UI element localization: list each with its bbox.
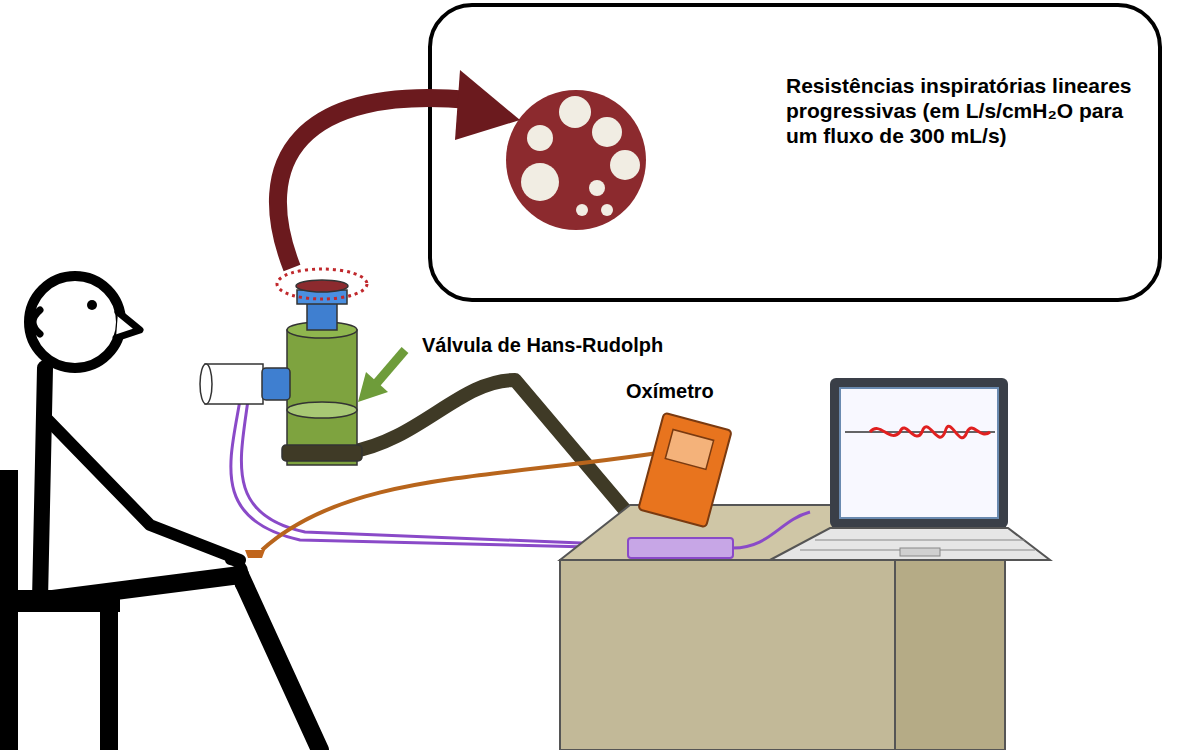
waveform bbox=[870, 426, 990, 438]
hans-rudolph-valve bbox=[200, 280, 362, 465]
callout-box: Resistências inspiratórias lineares prog… bbox=[430, 5, 1160, 300]
chair bbox=[0, 470, 120, 750]
oximeter-device bbox=[638, 413, 731, 528]
callout-box bbox=[430, 5, 1160, 300]
person-figure bbox=[29, 276, 320, 750]
pointer-arrow bbox=[358, 350, 405, 402]
finger-probe bbox=[245, 550, 265, 558]
part-label: Válvula de Hans-Rudolph bbox=[422, 334, 663, 357]
transducer-box bbox=[628, 538, 733, 558]
magnify-arrow bbox=[278, 70, 520, 268]
usb-cable bbox=[733, 512, 810, 548]
part-label: Oxímetro bbox=[626, 380, 714, 403]
resistance-disk bbox=[506, 90, 646, 230]
laptop bbox=[770, 378, 1050, 560]
callout-text: Resistências inspiratórias lineares prog… bbox=[786, 73, 1136, 149]
highlight-ring bbox=[277, 269, 367, 299]
